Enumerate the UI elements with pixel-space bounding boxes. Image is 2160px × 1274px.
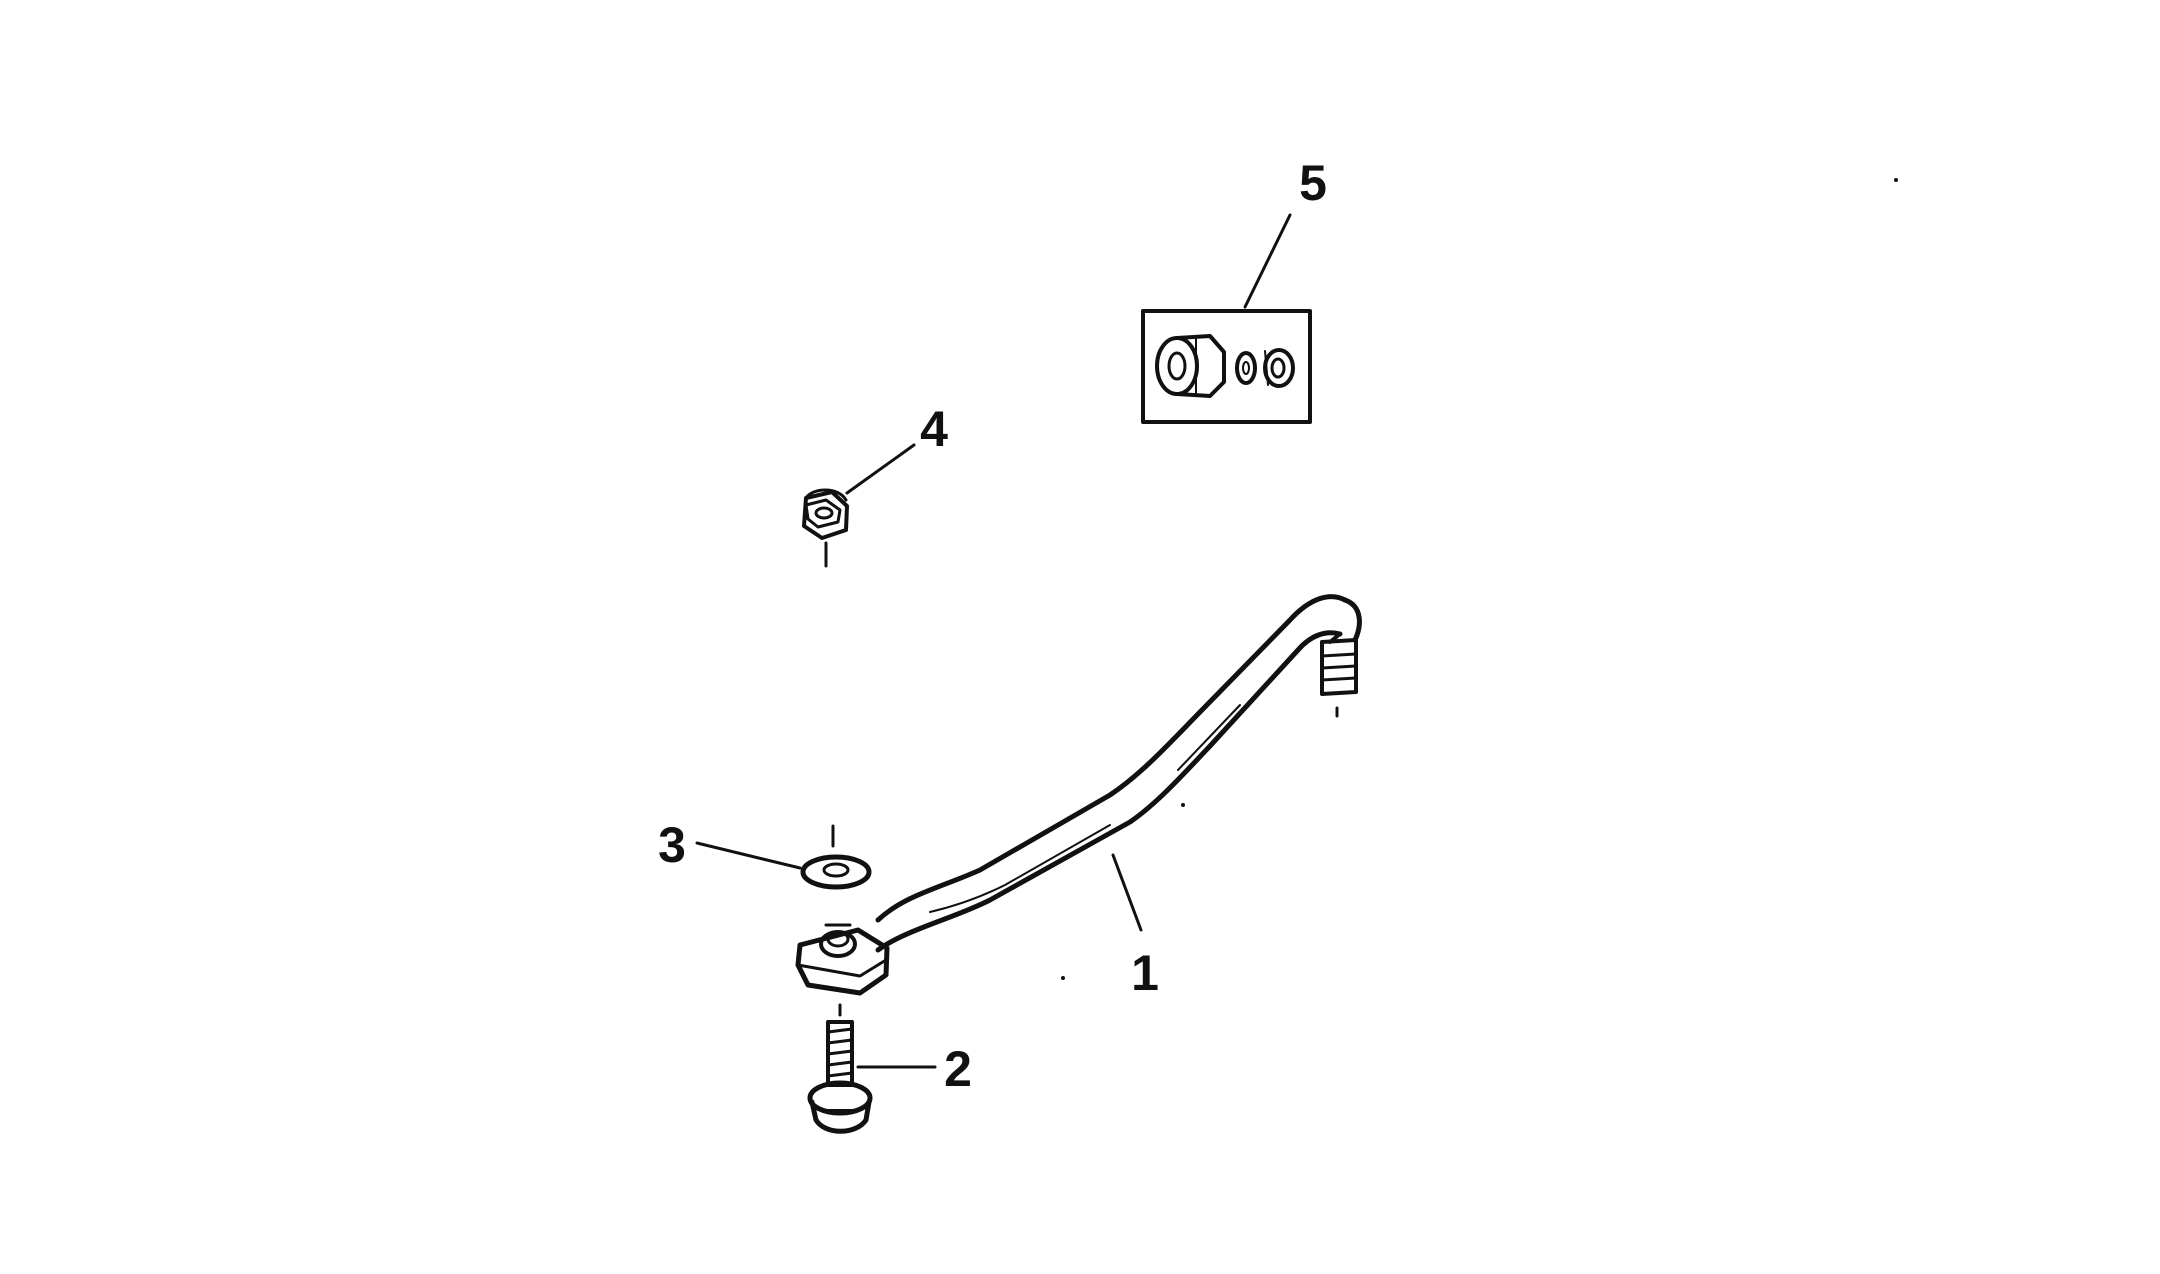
leader-line-5: [1243, 213, 1292, 309]
part-1-link-rod-icon: [795, 594, 1362, 996]
callout-5: 5: [1299, 155, 1327, 211]
leader-line-4: [845, 443, 916, 495]
part-2-screw-icon: [807, 1003, 873, 1134]
leader-line-1: [1111, 853, 1143, 932]
part-5-nut-icon: [1155, 334, 1226, 398]
part-1-threaded-end-icon: [1320, 638, 1358, 696]
part-5-kit-box: [1141, 309, 1312, 424]
speck: [1181, 803, 1185, 807]
callout-4: 4: [920, 401, 948, 457]
callout-3: 3: [658, 817, 686, 873]
speck: [1061, 976, 1065, 980]
leader-line-3: [695, 841, 802, 870]
part-4-lock-nut-icon: [802, 488, 849, 568]
part-5-spacer-icon: [1263, 348, 1295, 388]
callout-1: 1: [1131, 945, 1159, 1001]
part-3-washer-icon: [800, 824, 872, 890]
part-1-socket-end-icon: [795, 923, 890, 996]
part-5-washer-icon: [1235, 351, 1257, 385]
speck: [1894, 178, 1898, 182]
callout-2: 2: [944, 1041, 972, 1097]
